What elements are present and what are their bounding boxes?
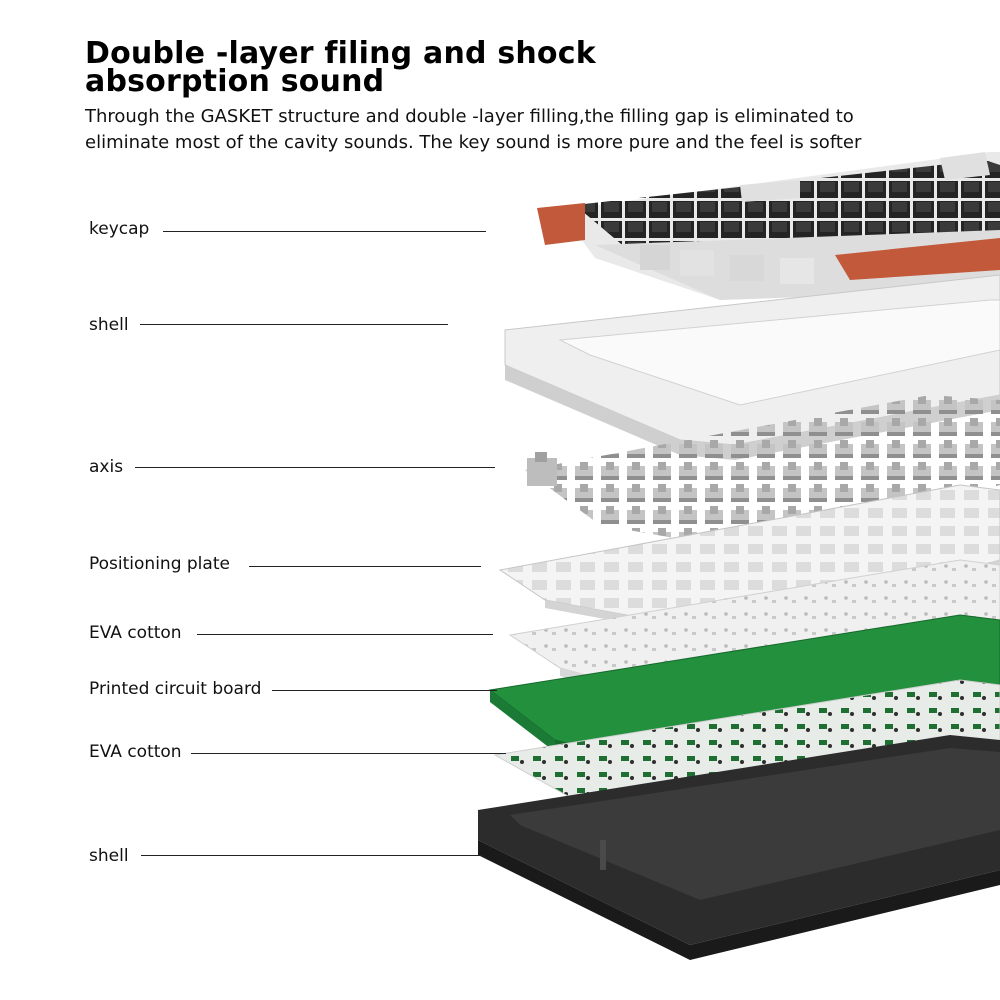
label-eva-cotton-upper: EVA cotton xyxy=(89,623,182,643)
label-shell-bottom: shell xyxy=(89,846,129,866)
leader-line-shell-bottom xyxy=(141,855,483,856)
leader-line-axis xyxy=(135,467,495,468)
leader-line-eva-cotton-lower xyxy=(191,753,506,754)
keycap-layer xyxy=(537,152,1000,300)
label-keycap: keycap xyxy=(89,219,149,239)
leader-line-keycap xyxy=(163,231,486,232)
label-eva-cotton-lower: EVA cotton xyxy=(89,742,182,762)
leader-line-eva-cotton-upper xyxy=(197,634,493,635)
leader-line-printed-circuit-board xyxy=(272,690,497,691)
leader-line-positioning-plate xyxy=(249,566,481,567)
leader-line-shell-top xyxy=(140,324,448,325)
label-positioning-plate: Positioning plate xyxy=(89,554,230,574)
label-axis: axis xyxy=(89,457,123,477)
label-printed-circuit-board: Printed circuit board xyxy=(89,679,261,699)
label-shell-top: shell xyxy=(89,315,129,335)
